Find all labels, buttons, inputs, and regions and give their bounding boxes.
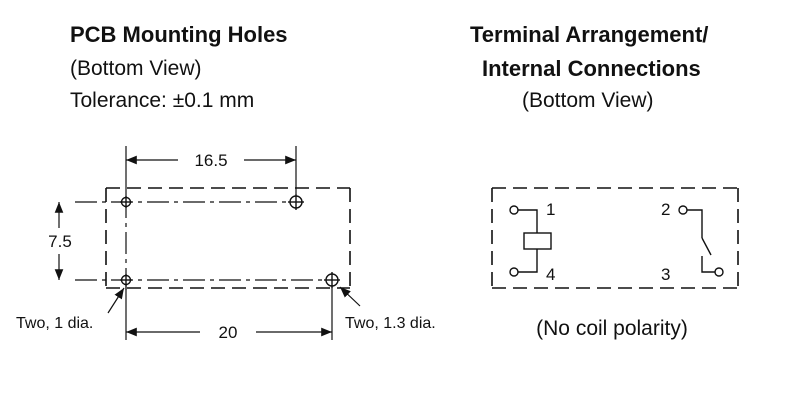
dimension-left-label: 7.5 bbox=[48, 232, 72, 251]
terminal-label-2: 2 bbox=[661, 200, 670, 219]
pcb-centerlines bbox=[75, 196, 336, 290]
terminal-outline bbox=[491, 187, 739, 289]
dimension-bottom-label: 20 bbox=[219, 323, 238, 342]
pcb-title: PCB Mounting Holes bbox=[70, 22, 288, 47]
terminal-title-line1: Terminal Arrangement/ bbox=[470, 22, 709, 47]
terminal-label-4: 4 bbox=[546, 265, 555, 284]
coil-wiring bbox=[509, 205, 552, 277]
terminal-label-1: 1 bbox=[546, 200, 555, 219]
terminal-title-line2: Internal Connections bbox=[482, 56, 701, 81]
hole-1-3mm-bottom bbox=[324, 272, 340, 288]
dimension-top-label: 16.5 bbox=[194, 151, 227, 170]
contact-wiring bbox=[678, 205, 724, 277]
polarity-note: (No coil polarity) bbox=[536, 317, 688, 340]
hole-1-3mm-top bbox=[288, 194, 304, 210]
terminal-label-3: 3 bbox=[661, 265, 670, 284]
hole-1mm-bottom bbox=[120, 274, 132, 286]
leader-right bbox=[339, 286, 361, 307]
leader-left bbox=[107, 287, 125, 314]
extension-lines bbox=[125, 146, 333, 340]
pcb-tolerance: Tolerance: ±0.1 mm bbox=[70, 89, 255, 112]
hole-1mm-top bbox=[120, 196, 132, 208]
note-left: Two, 1 dia. bbox=[16, 315, 93, 332]
pcb-outline bbox=[105, 187, 351, 289]
pcb-view-label: (Bottom View) bbox=[70, 57, 202, 80]
terminal-view-label: (Bottom View) bbox=[522, 89, 654, 112]
note-right: Two, 1.3 dia. bbox=[345, 315, 436, 332]
